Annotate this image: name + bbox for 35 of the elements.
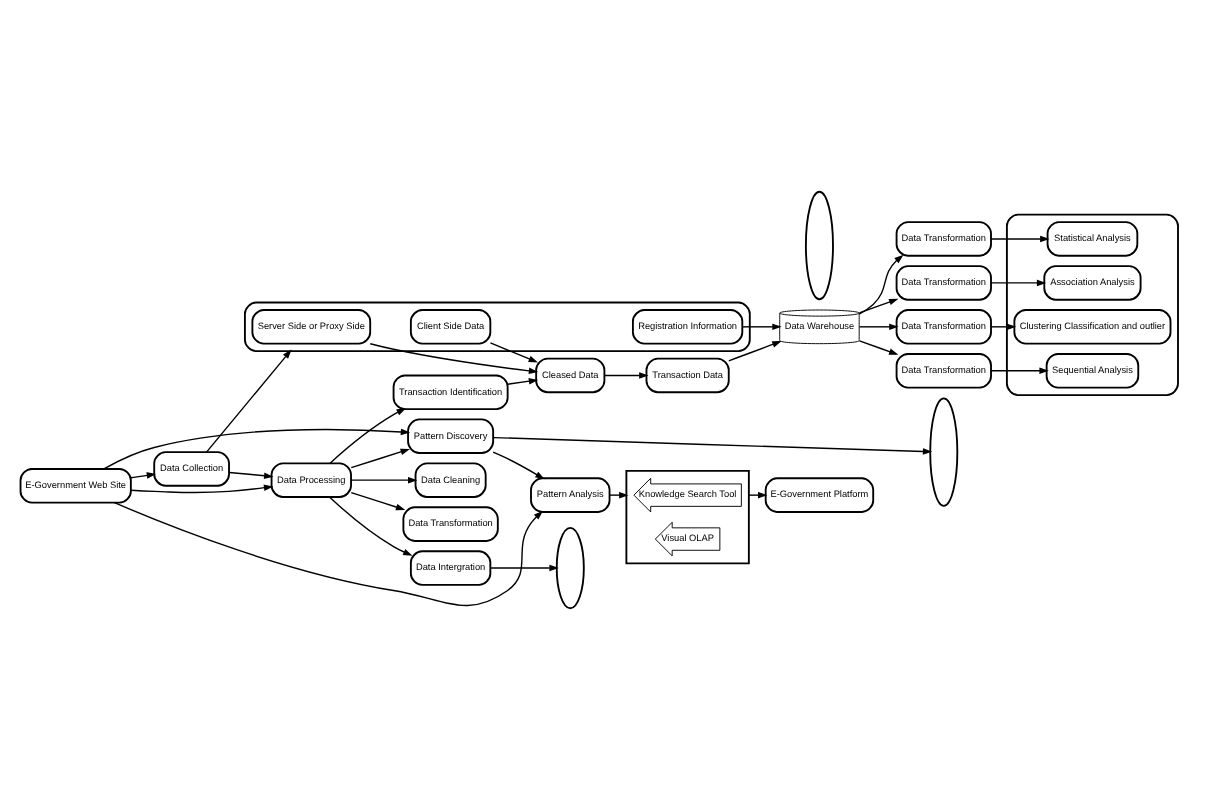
node-ellipse: [555, 526, 585, 610]
arrow: [748, 491, 768, 499]
arrow: [728, 341, 782, 362]
arrow: [858, 340, 899, 355]
arrow: [205, 349, 292, 453]
arrow: [489, 564, 559, 572]
arrow: [990, 323, 1017, 331]
arrow: [113, 501, 544, 607]
arrow: [350, 491, 406, 511]
arrow: [329, 496, 413, 556]
arrow: [741, 323, 782, 331]
arrow: [990, 279, 1047, 287]
arrow: [130, 484, 274, 494]
arrow: [228, 471, 274, 480]
cluster: [243, 301, 751, 353]
arrow: [603, 372, 649, 379]
arrow: [858, 323, 899, 331]
arrow: [350, 476, 418, 484]
arrow: [858, 298, 899, 314]
arrow: [103, 428, 411, 470]
arrow: [858, 254, 904, 315]
arrow: [329, 408, 406, 464]
arrow: [369, 343, 539, 375]
node-ellipse: [929, 397, 959, 507]
arrow: [608, 491, 629, 499]
arrow: [350, 448, 410, 469]
arrow: [492, 451, 545, 480]
arrow: [990, 367, 1049, 375]
arrow: [489, 342, 538, 363]
cluster: [625, 469, 750, 565]
arrow: [130, 472, 157, 479]
arrow: [507, 378, 539, 385]
arrow: [990, 235, 1050, 243]
arrow: [492, 436, 933, 455]
node-ellipse: [804, 190, 834, 301]
